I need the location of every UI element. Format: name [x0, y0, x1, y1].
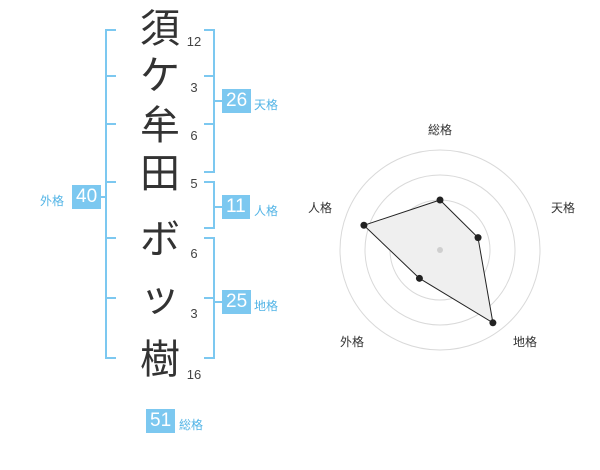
- tenkaku-value: 26: [222, 89, 252, 113]
- chikaku-value: 25: [222, 290, 252, 314]
- stroke-count-6: 3: [190, 306, 198, 321]
- gaikaku-value: 40: [72, 185, 102, 209]
- radar-axis-label-chikaku: 地格: [513, 334, 537, 349]
- radar-point: [489, 319, 497, 327]
- name-char-7: 樹: [140, 337, 180, 383]
- radar-area: [362, 199, 494, 324]
- radar-axis-label-jinkaku: 人格: [308, 200, 332, 215]
- jinkaku-value: 11: [222, 195, 250, 219]
- radar-center: [437, 247, 443, 253]
- name-char-6: ッ: [140, 275, 180, 321]
- name-char-3: 牟: [140, 103, 180, 149]
- stroke-count-2: 3: [190, 80, 198, 95]
- name-char-1: 須: [140, 6, 180, 52]
- radar-point: [436, 196, 444, 204]
- chikaku-label: 地格: [254, 299, 279, 313]
- gaikaku-bracket: [105, 29, 116, 359]
- radar-point: [474, 234, 482, 242]
- soukaku-value: 51: [146, 409, 176, 433]
- name-char-4: 田: [140, 151, 180, 197]
- jinkaku-label: 人格: [254, 204, 279, 218]
- soukaku-label: 総格: [179, 418, 204, 432]
- radar-axis-label-gaikaku: 外格: [340, 334, 364, 349]
- stroke-count-3: 6: [190, 128, 198, 143]
- stroke-count-1: 12: [186, 34, 202, 49]
- radar-point: [360, 221, 368, 229]
- radar-axis-label-tenkaku: 天格: [551, 200, 575, 215]
- radar-ring: [339, 149, 541, 351]
- stroke-count-4: 5: [190, 176, 198, 191]
- jinkaku-bracket: [204, 181, 215, 229]
- stroke-count-5: 6: [190, 246, 198, 261]
- name-char-2: ケ: [140, 53, 180, 99]
- radar-axis-label-soukaku: 総格: [428, 122, 452, 137]
- gaikaku-label: 外格: [40, 194, 65, 208]
- tenkaku-label: 天格: [254, 98, 279, 112]
- radar-ring: [364, 174, 516, 326]
- stroke-count-7: 16: [186, 367, 202, 382]
- radar-point: [415, 274, 423, 282]
- name-char-5: ボ: [140, 217, 180, 263]
